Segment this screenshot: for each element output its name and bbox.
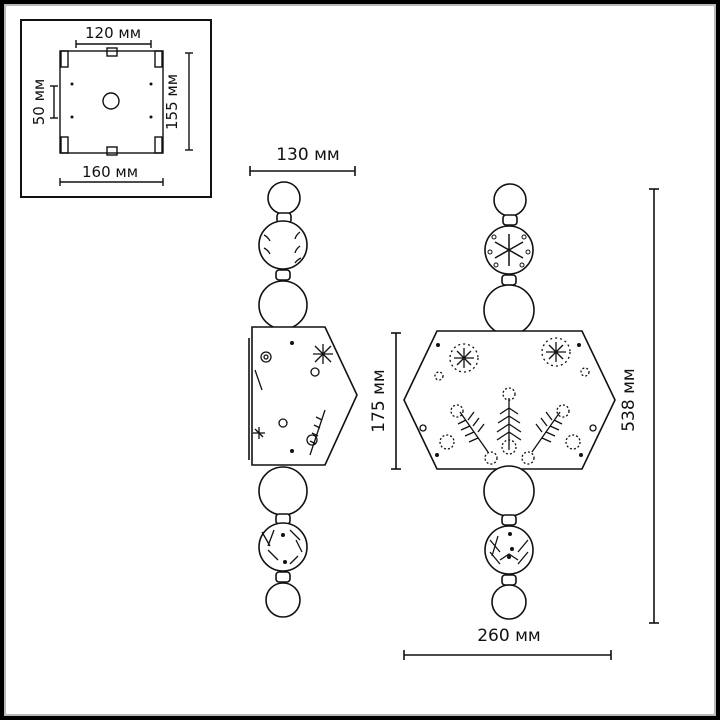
snowflake-bead-decoration (494, 234, 524, 266)
shade-decoration (419, 337, 597, 565)
dim-label-120: 120 мм (85, 24, 141, 42)
dim-line-175 (391, 332, 401, 470)
dim-line-50 (50, 85, 58, 119)
bead-spacer (501, 514, 517, 526)
dim-line-120 (75, 40, 152, 48)
dim-label-160: 160 мм (82, 163, 138, 181)
bead-top (267, 181, 301, 215)
shade-side (251, 326, 358, 466)
dim-line-160 (59, 178, 164, 186)
mounting-holes (70, 82, 153, 119)
mounting-plate-inset: 120 мм 50 мм (20, 19, 212, 198)
bead-spacer (275, 571, 291, 583)
bead-bottom (265, 582, 301, 618)
dim-label-260: 260 мм (477, 626, 541, 646)
dim-label-175: 175 мм (369, 369, 389, 433)
dim-label-50: 50 мм (30, 79, 48, 126)
dim-label-130: 130 мм (276, 145, 340, 165)
bead-decorated (258, 220, 308, 270)
mounting-plate (59, 47, 164, 156)
side-decoration (253, 231, 333, 565)
bead-large (258, 280, 308, 330)
bead-large (483, 465, 535, 517)
bead-large (258, 466, 308, 516)
bead-spacer (502, 214, 518, 226)
bead-spacer (501, 574, 517, 586)
dim-line-155 (185, 52, 193, 151)
front-view: 175 мм (369, 183, 659, 660)
dim-line-260 (403, 650, 612, 660)
side-view: 130 мм (248, 145, 358, 618)
dim-line-130 (249, 166, 356, 176)
bead-top (493, 183, 527, 217)
snowflake-bead-dots (487, 234, 531, 268)
dim-label-538: 538 мм (619, 368, 639, 432)
bead-bottom (491, 584, 527, 620)
bead-spacer (501, 274, 517, 286)
dim-label-155: 155 мм (163, 74, 181, 130)
shade-dots (435, 343, 583, 559)
bead-large (483, 284, 535, 336)
bead-spacer (275, 269, 291, 281)
dim-line-538 (649, 188, 659, 624)
